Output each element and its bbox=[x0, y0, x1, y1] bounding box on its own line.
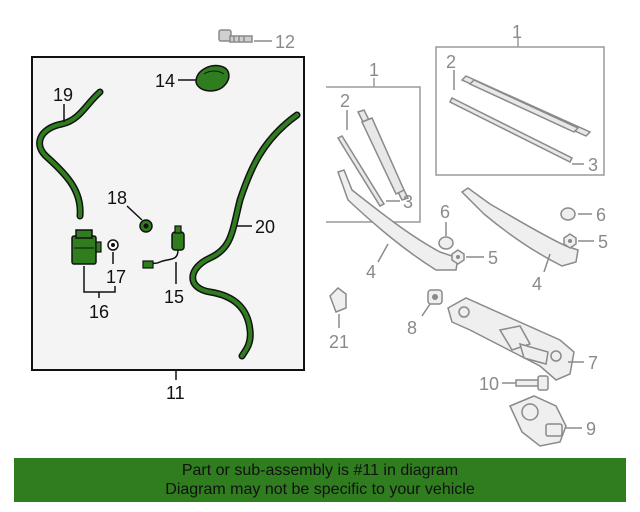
callout-6-right: 6 bbox=[596, 205, 606, 225]
wiper-blade-2-right-part bbox=[460, 75, 592, 137]
parts-diagram: 12 19 14 20 18 17 16 15 bbox=[31, 22, 608, 447]
callout-12: 12 bbox=[275, 32, 295, 52]
callout-19: 19 bbox=[53, 85, 73, 105]
callout-2-right: 2 bbox=[446, 52, 456, 72]
callout-21: 21 bbox=[329, 332, 349, 352]
leader-8 bbox=[421, 303, 431, 317]
bolt-12-part bbox=[218, 29, 253, 43]
callout-5-left: 5 bbox=[488, 248, 498, 268]
leader-4-right bbox=[543, 253, 551, 273]
callout-15: 15 bbox=[164, 287, 184, 307]
callout-1-left: 1 bbox=[369, 60, 379, 80]
footer-banner: Part or sub-assembly is #11 in diagram D… bbox=[14, 458, 626, 502]
callout-3-left: 3 bbox=[403, 192, 413, 212]
callout-3-right: 3 bbox=[588, 155, 598, 175]
callout-6-left: 6 bbox=[440, 202, 450, 222]
seal-17-part bbox=[107, 239, 119, 251]
wiper-refill-3-left-part bbox=[336, 135, 386, 207]
callout-10: 10 bbox=[479, 374, 499, 394]
callout-4-right: 4 bbox=[532, 274, 542, 294]
callout-9: 9 bbox=[586, 419, 596, 439]
wiper-arm-4-right-part bbox=[460, 187, 579, 267]
washer-pump-16-part bbox=[71, 229, 102, 265]
grommet-18-part bbox=[139, 219, 153, 233]
callout-1-right: 1 bbox=[512, 22, 522, 42]
cap-6-left-part bbox=[438, 236, 454, 250]
leader-4-left bbox=[377, 243, 389, 263]
callout-7: 7 bbox=[588, 353, 598, 373]
callout-16: 16 bbox=[89, 302, 109, 322]
footer-line-1: Part or sub-assembly is #11 in diagram bbox=[181, 462, 459, 479]
washer-motor-15-part bbox=[142, 225, 185, 269]
callout-4-left: 4 bbox=[366, 262, 376, 282]
callout-17: 17 bbox=[106, 267, 126, 287]
bolt-10-part bbox=[515, 375, 549, 391]
reservoir-cap-14-part bbox=[195, 64, 230, 92]
blade-assembly-1-right-box bbox=[435, 46, 605, 176]
wiper-refill-3-right-part bbox=[448, 96, 574, 164]
nut-5-left-part bbox=[451, 249, 465, 265]
wiper-motor-9-part bbox=[508, 395, 567, 447]
nut-5-right-part bbox=[563, 233, 577, 249]
footer-line-2: Diagram may not be specific to your vehi… bbox=[165, 481, 475, 498]
wiper-blade-2-left-part bbox=[356, 109, 410, 201]
callout-20: 20 bbox=[255, 217, 275, 237]
callout-8: 8 bbox=[407, 318, 417, 338]
callout-2-left: 2 bbox=[340, 91, 350, 111]
callout-5-right: 5 bbox=[598, 232, 608, 252]
wiper-linkage-7-part bbox=[447, 297, 575, 381]
callout-18: 18 bbox=[107, 188, 127, 208]
callout-11: 11 bbox=[166, 383, 185, 403]
cap-6-right-part bbox=[560, 207, 576, 221]
callout-14: 14 bbox=[155, 71, 175, 91]
part-21-part bbox=[329, 287, 347, 313]
pivot-8-part bbox=[427, 289, 443, 305]
leader-16 bbox=[83, 266, 116, 298]
leader-18 bbox=[126, 205, 143, 221]
